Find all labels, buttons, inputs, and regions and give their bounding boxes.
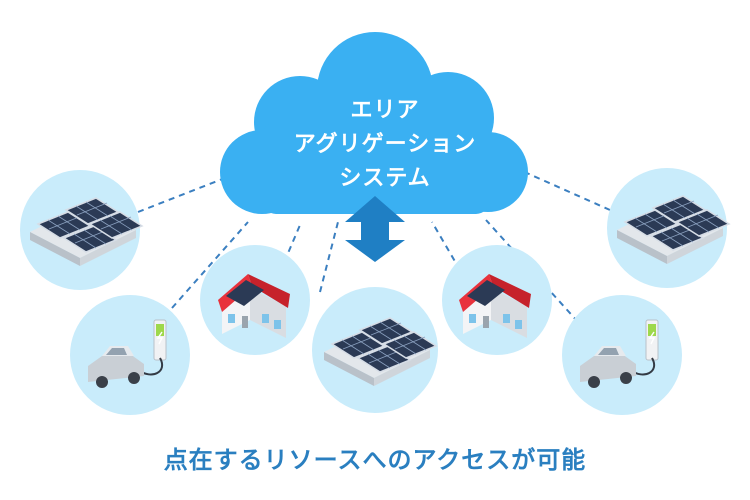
connector-house-right [431, 221, 461, 271]
resource-house-right [442, 245, 552, 355]
connector-solar-center [319, 221, 339, 293]
resource-ev-left [70, 295, 190, 415]
cloud-title-line2: アグリゲーション [293, 132, 477, 157]
connector-solar-left [137, 177, 226, 213]
resource-solar-right [607, 168, 729, 288]
connector-ev-left [171, 221, 249, 309]
cloud-title-line1: エリア [350, 98, 420, 123]
connector-solar-right [519, 169, 611, 211]
cloud-shape [220, 32, 528, 214]
resource-house-left [200, 245, 310, 355]
cloud-title-line3: システム [339, 166, 431, 191]
bidirectional-arrow-icon [345, 196, 405, 262]
resource-solar-center [312, 287, 438, 413]
connector-house-left [279, 224, 301, 273]
diagram-caption: 点在するリソースへのアクセスが可能 [163, 446, 587, 474]
resource-ev-right [562, 295, 682, 415]
resource-solar-left [20, 170, 142, 290]
